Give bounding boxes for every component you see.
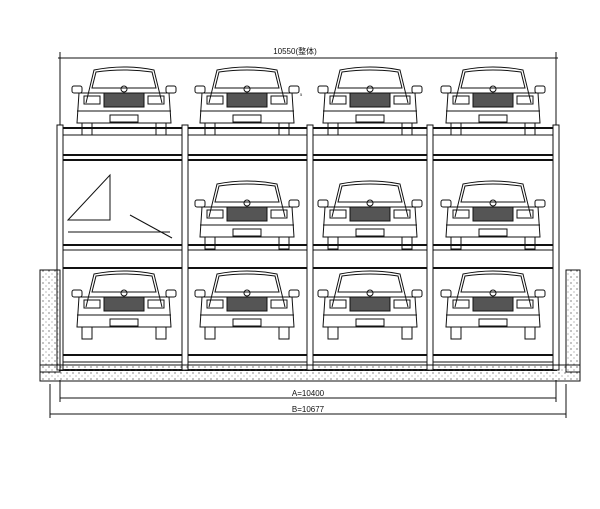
car-lower-slot-1 (71, 270, 177, 340)
frame-column (552, 124, 560, 371)
overall-dimension: 10550(整体) (58, 46, 558, 130)
car-middle-slot-2 (194, 180, 300, 250)
frame-column (181, 124, 189, 371)
car-middle-slot-4 (440, 180, 546, 250)
car-upper-slot-4 (440, 66, 546, 136)
car-upper-slot-2 (194, 66, 300, 136)
car-lower-slot-2 (194, 270, 300, 340)
car-upper-slot-3 (317, 66, 423, 136)
callout-number: 5 (300, 92, 303, 97)
car-lower-slot-3 (317, 270, 423, 340)
overall-width-label: 10550(整体) (273, 46, 317, 56)
frame-column (306, 124, 314, 371)
car-middle-slot-3 (317, 180, 423, 250)
bottom-dimensions: A=10400 B=10677 (49, 380, 567, 418)
dimension-b-label: B=10677 (292, 405, 325, 414)
car-lower-slot-4 (440, 270, 546, 340)
foundation (39, 269, 581, 382)
steel-frame: 5 (56, 92, 560, 371)
dimension-a-label: A=10400 (292, 389, 325, 398)
car-upper-slot-1 (71, 66, 177, 136)
frame-column (426, 124, 434, 371)
